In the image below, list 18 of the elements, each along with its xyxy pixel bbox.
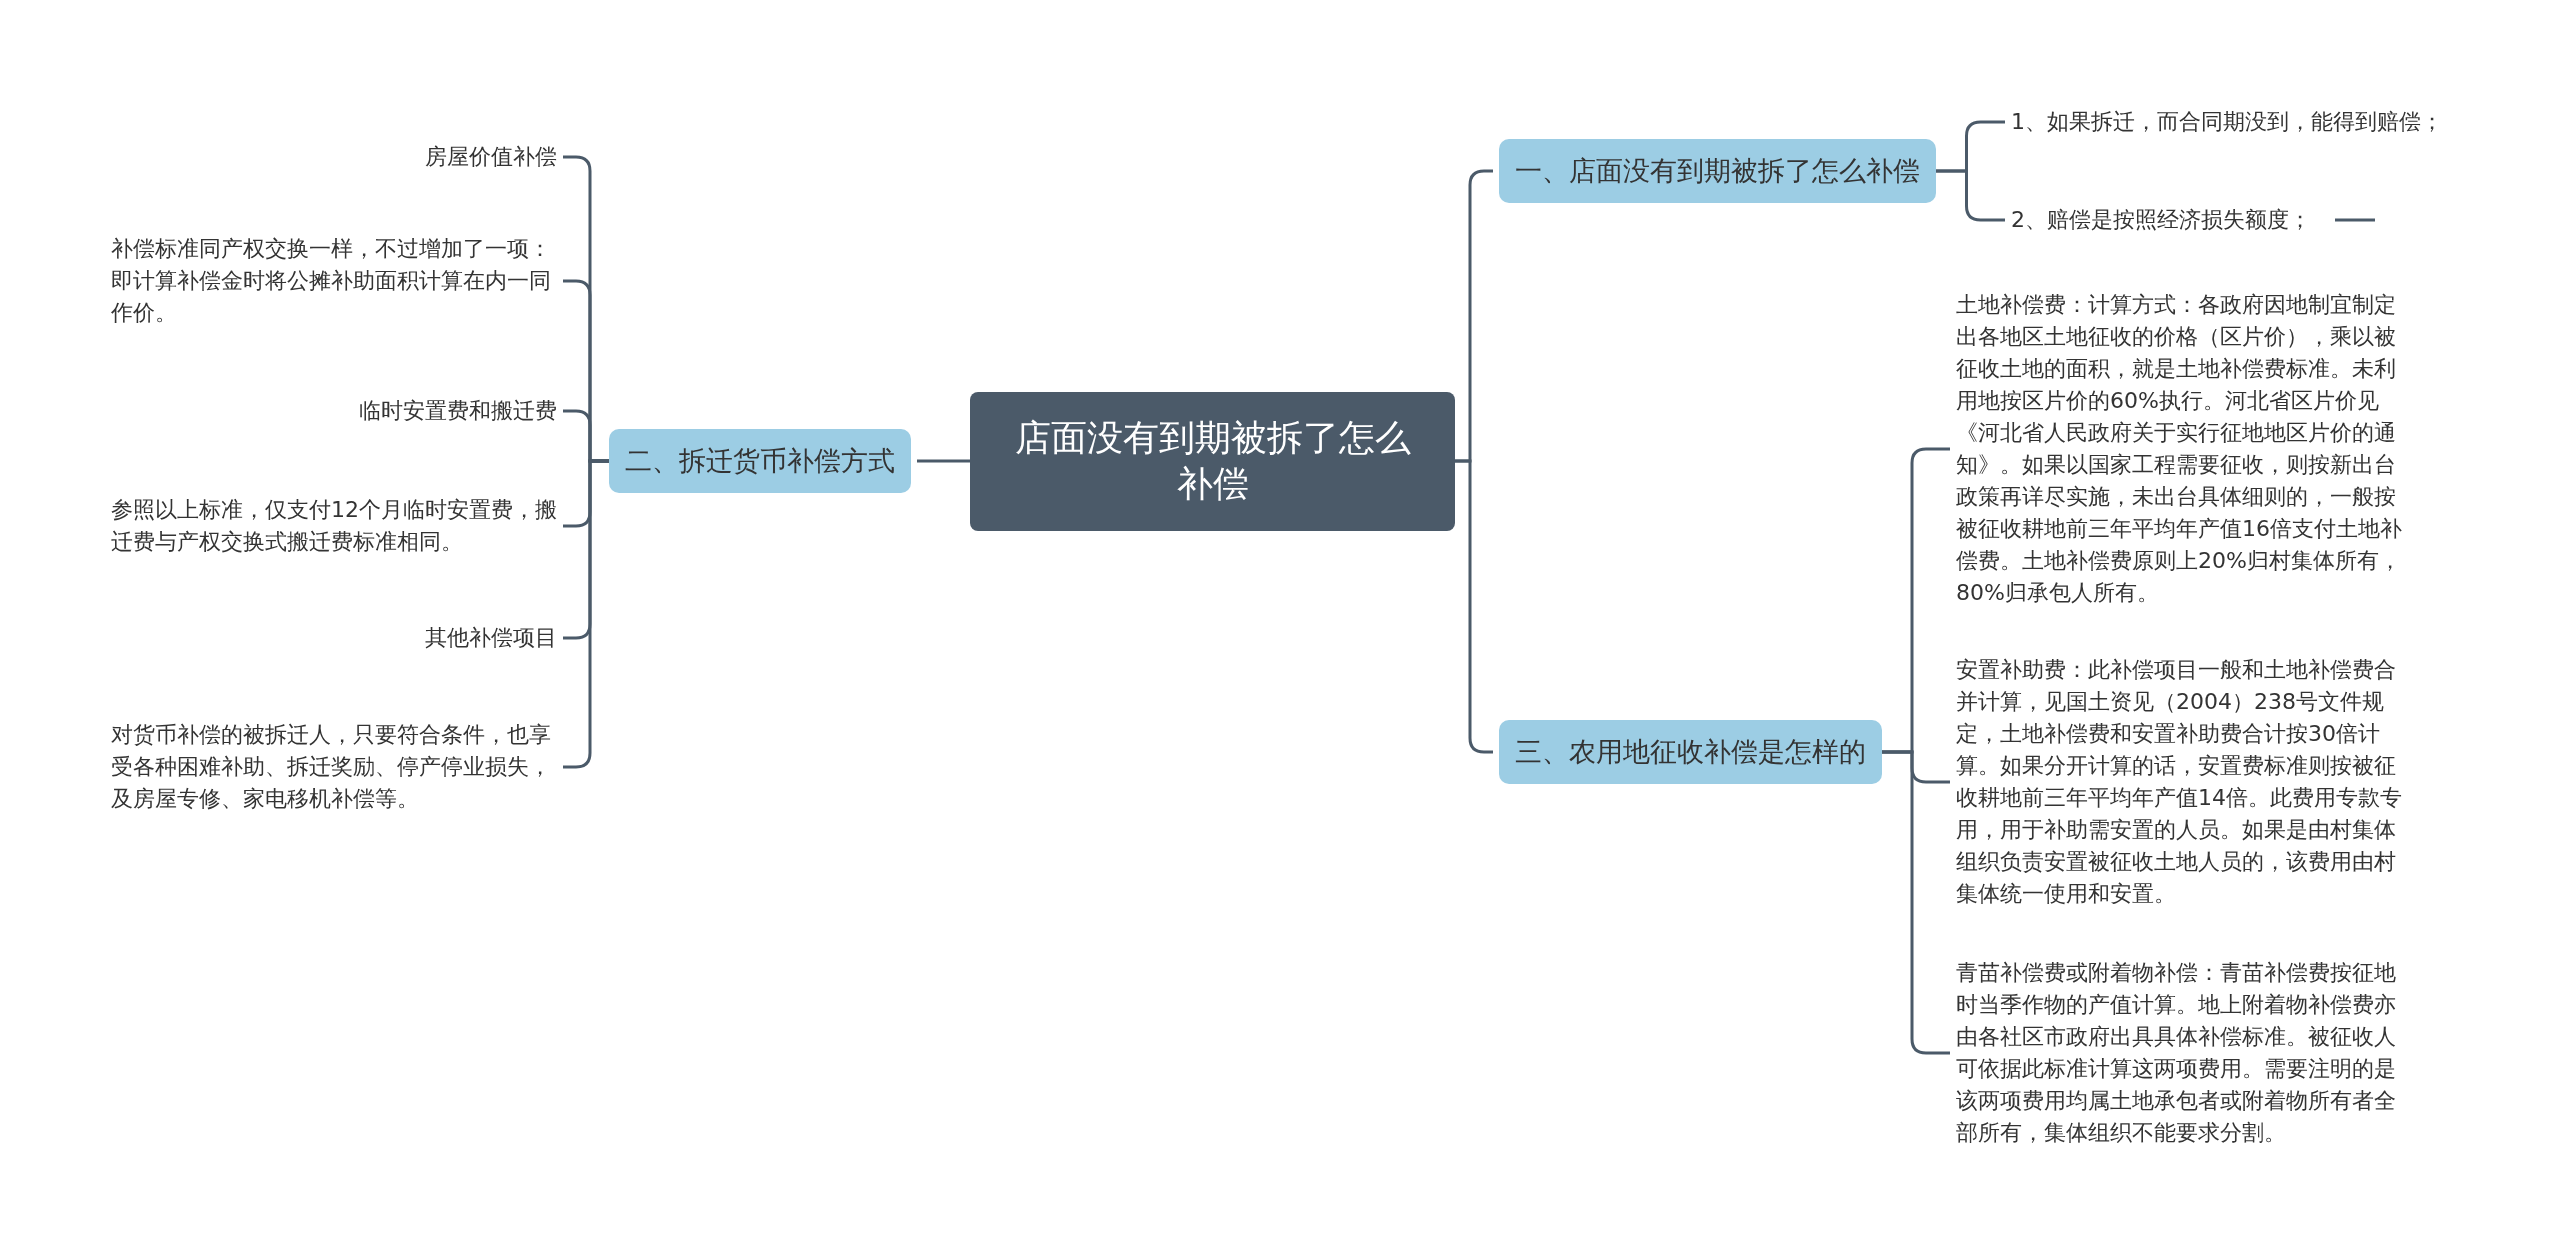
central-topic: 店面没有到期被拆了怎么补偿: [970, 391, 1455, 531]
leaf-text: 对货币补偿的被拆迁人，只要符合条件，也享受各种困难补助、拆迁奖励、停产停业损失，及房屋专修、家电移机补偿等。: [111, 719, 557, 815]
leaf-text: 土地补偿费：计算方式：各政府因地制宜制定出各地区土地征收的价格（区片价），乘以被征收土地的面积，就是土地补偿费标准。未利用地按区片价的60%执行。河北省区片价见《河北省人民政府关于实行征地地区片价的通知》。如果以国家工程需要征收，则按新出台政策再详尽实施，未出台具体细则的，一般按被征收耕地前三年平均年产值16倍支付土地补偿费。土地补偿费原则上20%归村集体所有，80%归承包人所有。: [1956, 289, 2402, 609]
leaf-text: 其他补偿项目: [425, 622, 557, 654]
leaf-text: 1、如果拆迁，而合同期没到，能得到赔偿；: [2011, 106, 2443, 138]
leaf-text: 2、赔偿是按照经济损失额度；: [2011, 204, 2311, 236]
leaf-text: 临时安置费和搬迁费: [359, 395, 557, 427]
leaf-text: 参照以上标准，仅支付12个月临时安置费，搬迁费与产权交换式搬迁费标准相同。: [111, 494, 557, 558]
branch-topic: 三、农用地征收补偿是怎样的: [1499, 720, 1882, 784]
connector-line: [1936, 169, 2005, 222]
connector-line: [1882, 750, 1950, 1055]
leaf-text: 安置补助费：此补偿项目一般和土地补偿费合并计算，见国土资见（2004）238号文件规定，土地补偿费和安置补助费合计按30倍计算。如果分开计算的话，安置费标准则按被征收耕地前三年平均年产值14倍。此费用专款专用，用于补助需安置的人员。如果是由村集体组织负责安置被征收土地人员的，该费用由村集体统一使用和安置。: [1956, 654, 2402, 910]
leaf-text: 补偿标准同产权交换一样，不过增加了一项：即计算补偿金时将公摊补助面积计算在内一同作价。: [111, 233, 557, 329]
connector-line: [917, 459, 970, 463]
branch-topic: 一、店面没有到期被拆了怎么补偿: [1499, 139, 1936, 203]
leaf-text: 青苗补偿费或附着物补偿：青苗补偿费按征地时当季作物的产值计算。地上附着物补偿费亦由各社区市政府出具具体补偿标准。被征收人可依据此标准计算这两项费用。需要注明的是该两项费用均属土地承包者或附着物所有者全部所有，集体组织不能要求分割。: [1956, 957, 2402, 1149]
leaf-text: 房屋价值补偿: [425, 141, 557, 173]
branch-topic: 二、拆迁货币补偿方式: [609, 429, 911, 493]
